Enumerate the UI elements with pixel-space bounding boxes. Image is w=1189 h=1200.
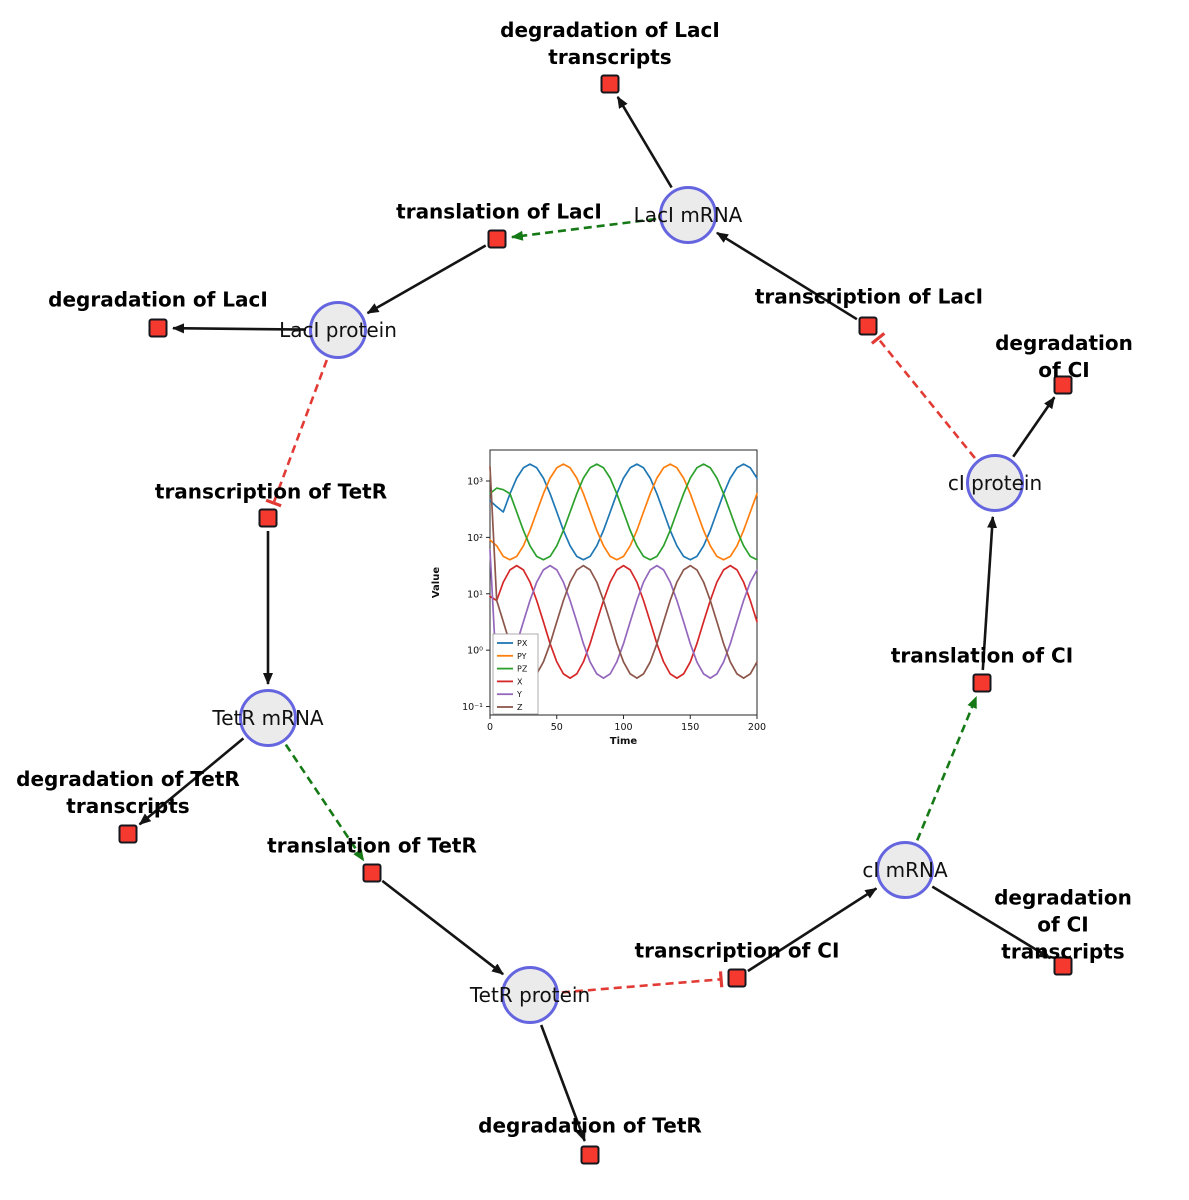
legend-label-PY: PY <box>517 652 527 661</box>
legend-label-PZ: PZ <box>517 665 528 674</box>
reaction-node-transcription-laci[interactable] <box>858 316 878 336</box>
x-tick-label: 100 <box>614 722 632 733</box>
species-label-laci-protein: LacI protein <box>279 318 397 342</box>
reaction-node-degradation-laci-transcripts[interactable] <box>600 74 620 94</box>
edge-product-transl_LacI-LacI_protein <box>366 244 487 315</box>
legend-label-Z: Z <box>517 703 523 712</box>
edge-modifier-cI_mRNA-transl_CI <box>915 695 978 841</box>
edge-reactant-cI_protein-deg_CI <box>1012 396 1056 458</box>
reaction-label-translation-ci: translation of CI <box>890 643 1074 668</box>
reaction-node-transcription-ci[interactable] <box>727 968 747 988</box>
reaction-label-degradation-ci: degradation of CI <box>995 331 1133 382</box>
edge-inhibition-TetR_protein-txn_CI <box>561 971 724 994</box>
edge-reactant-cI_mRNA-deg_CI_tx <box>931 885 1052 960</box>
y-tick-label: 10³ <box>467 477 483 488</box>
y-axis-label: Value <box>431 567 442 598</box>
x-axis-label: Time <box>610 736 638 747</box>
x-tick-label: 200 <box>748 722 766 733</box>
reaction-label-degradation-laci-transcripts: degradation of LacI transcripts <box>500 18 720 69</box>
edge-product-transl_CI-cI_protein <box>981 515 998 671</box>
reaction-node-degradation-laci[interactable] <box>148 318 168 338</box>
series-PZ <box>489 463 758 561</box>
species-node-tetr-mrna[interactable] <box>239 689 297 747</box>
species-node-ci-protein[interactable] <box>966 454 1024 512</box>
reaction-node-translation-tetr[interactable] <box>362 863 382 883</box>
x-tick-label: 150 <box>681 722 699 733</box>
reaction-node-degradation-tetr-transcripts[interactable] <box>118 824 138 844</box>
reaction-label-degradation-laci: degradation of LacI <box>48 287 268 312</box>
species-node-tetr-protein[interactable] <box>501 966 559 1024</box>
series-PX <box>489 463 758 561</box>
y-tick-label: 10⁰ <box>467 646 483 657</box>
y-tick-label: 10⁻¹ <box>462 702 483 713</box>
species-node-ci-mrna[interactable] <box>876 841 934 899</box>
edge-reactant-TetR_protein-deg_TetR <box>539 1024 586 1142</box>
legend-label-X: X <box>517 677 523 686</box>
legend-label-Y: Y <box>516 690 522 699</box>
series-X <box>489 564 758 679</box>
edge-product-transl_TetR-TetR_protein <box>381 879 504 976</box>
reaction-label-transcription-ci: transcription of CI <box>634 938 840 963</box>
species-node-laci-protein[interactable] <box>309 301 367 359</box>
species-node-laci-mrna[interactable] <box>659 186 717 244</box>
reaction-node-translation-ci[interactable] <box>972 673 992 693</box>
reaction-label-translation-laci: translation of LacI <box>396 199 602 224</box>
edge-reactant-LacI_mRNA-deg_LacI_tx <box>616 96 673 189</box>
species-label-tetr-protein: TetR protein <box>469 983 591 1007</box>
reaction-node-transcription-tetr[interactable] <box>258 508 278 528</box>
legend-box <box>492 633 539 715</box>
edge-modifier-TetR_mRNA-transl_TetR <box>284 743 365 862</box>
species-label-ci-mrna: cI mRNA <box>862 858 948 882</box>
reaction-node-degradation-tetr[interactable] <box>580 1145 600 1165</box>
reaction-label-degradation-tetr-transcripts: degradation of TetR transcripts <box>16 767 240 818</box>
y-tick-label: 10¹ <box>467 589 483 600</box>
reaction-label-degradation-ci-transcripts: degradation of CI transcripts <box>994 885 1132 964</box>
reaction-label-transcription-laci: transcription of LacI <box>754 284 984 309</box>
legend-label-PX: PX <box>517 639 528 648</box>
series-PY <box>489 463 758 561</box>
reaction-node-degradation-ci[interactable] <box>1053 375 1073 395</box>
reaction-node-translation-laci[interactable] <box>487 229 507 249</box>
y-tick-label: 10² <box>467 533 483 544</box>
edge-product-txn_LacI-LacI_mRNA <box>716 231 858 321</box>
edge-product-txn_CI-cI_mRNA <box>747 887 878 973</box>
x-tick-label: 50 <box>551 722 563 733</box>
reaction-label-degradation-tetr: degradation of TetR <box>478 1113 702 1138</box>
species-label-ci-protein: cI protein <box>947 471 1043 495</box>
x-tick-label: 0 <box>487 722 493 733</box>
species-label-tetr-mrna: TetR mRNA <box>212 706 324 730</box>
series-Y <box>489 549 758 679</box>
species-label-laci-mrna: LacI mRNA <box>633 203 743 227</box>
edge-inhibition-cI_protein-txn_LacI <box>870 332 976 459</box>
edge-reactant-LacI_protein-deg_LacI <box>172 323 307 334</box>
edge-reactant-TetR_mRNA-deg_TetR_tx <box>138 737 245 826</box>
reaction-node-degradation-ci-transcripts[interactable] <box>1053 956 1073 976</box>
edge-modifier-LacI_mRNA-transl_LacI <box>510 217 657 241</box>
reaction-label-transcription-tetr: transcription of TetR <box>154 479 388 504</box>
reaction-label-translation-tetr: translation of TetR <box>267 833 477 858</box>
